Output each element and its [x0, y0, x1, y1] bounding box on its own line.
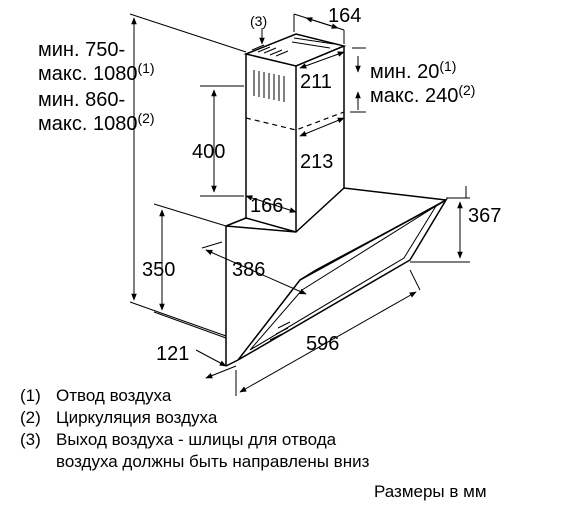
legend-text-2: Циркуляция воздуха [56, 408, 218, 427]
legend-num-3: (3) [20, 430, 41, 449]
dim-211-label: 211 [300, 71, 332, 93]
vent-slots [251, 37, 335, 57]
min-gap-label: мин. 20(1) [370, 58, 456, 83]
legend-item-3: (3) Выход воздуха - шлицы для отвода [20, 429, 369, 451]
legend-text-1: Отвод воздуха [56, 386, 172, 405]
dim-121-label: 121 [156, 343, 189, 365]
dim-166-label: 166 [250, 195, 283, 217]
units-note: Размеры в мм [374, 482, 487, 501]
front-slots [253, 70, 285, 102]
max-gap-label: макс. 240(2) [370, 82, 475, 107]
legend-num-2: (2) [20, 408, 41, 427]
legend-num-1: (1) [20, 386, 41, 405]
dim-367-label: 367 [468, 205, 501, 227]
dim-386-label: 386 [232, 259, 265, 281]
note-slot-label: (3) [250, 13, 267, 29]
legend-text-3-continued: воздуха должны быть направлены вниз [56, 452, 370, 471]
dim-213-label: 213 [300, 151, 333, 173]
chimney-range2-min: мин. 860- [38, 89, 125, 111]
legend-item-1: (1) Отвод воздуха [20, 385, 369, 407]
dimension-lines [129, 13, 470, 396]
dim-164-label: 164 [328, 5, 361, 27]
dim-596-label: 596 [306, 333, 339, 355]
legend: (1) Отвод воздуха (2) Циркуляция воздуха… [20, 385, 369, 473]
dim-350-label: 350 [142, 259, 175, 281]
legend-text-3: Выход воздуха - шлицы для отвода [56, 430, 337, 449]
chimney-range1-max: макс. 1080(1) [38, 60, 155, 85]
chimney-range2-max: макс. 1080(2) [38, 110, 155, 135]
chimney-range1-min: мин. 750- [38, 39, 125, 61]
dim-400-label: 400 [192, 141, 225, 163]
legend-item-2: (2) Циркуляция воздуха [20, 407, 369, 429]
chimney-upper [243, 33, 347, 67]
